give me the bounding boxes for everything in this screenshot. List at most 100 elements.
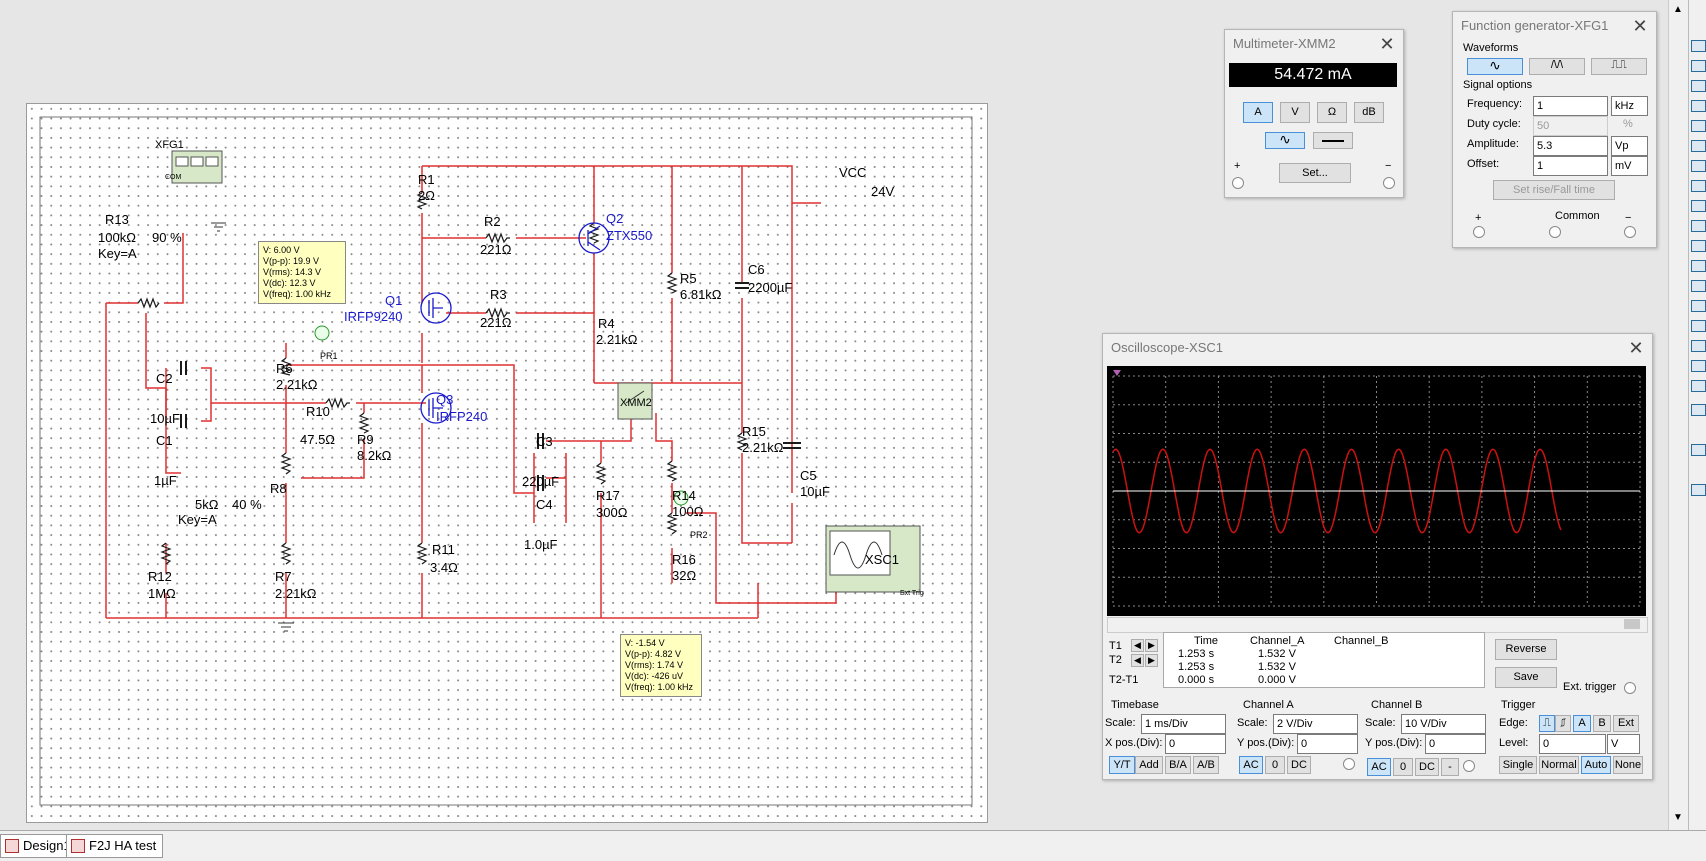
function-generator-symbol[interactable] [171,150,223,184]
instrument-icon[interactable] [1691,60,1706,72]
cha-ypos-input[interactable]: 0 [1297,734,1358,754]
instrument-icon[interactable] [1691,160,1706,172]
mode-ohm-button[interactable]: Ω [1317,102,1347,123]
yt-button[interactable]: Y/T [1109,756,1135,774]
mode-db-button[interactable]: dB [1354,102,1384,123]
offset-unit[interactable]: mV [1611,156,1648,176]
trigger-none-button[interactable]: None [1613,756,1643,774]
schematic-canvas[interactable] [26,103,988,823]
chb-zero-button[interactable]: 0 [1393,758,1413,776]
scroll-down-icon[interactable]: ▼ [1673,812,1683,823]
cursor-t1-marker[interactable] [1113,370,1121,376]
cha-scale-input[interactable]: 2 V/Div [1273,714,1358,734]
instrument-icon[interactable] [1691,200,1706,212]
sine-wave-button[interactable]: ∿ [1467,58,1523,75]
mode-a-button[interactable]: A [1243,102,1273,123]
close-icon[interactable]: ✕ [1632,16,1648,36]
plus-terminal[interactable] [1473,226,1485,238]
trigger-ext-button[interactable]: Ext [1613,715,1639,732]
instrument-icon[interactable] [1691,40,1706,52]
frequency-input[interactable]: 1 [1533,96,1608,116]
t1-left-button[interactable]: ◀ [1131,639,1144,652]
ab-button[interactable]: A/B [1193,756,1219,774]
dc-mode-button[interactable] [1313,132,1353,149]
add-button[interactable]: Add [1135,756,1163,774]
amplitude-unit[interactable]: Vp [1611,136,1648,156]
t2-right-button[interactable]: ▶ [1145,654,1158,667]
set-rise-fall-button[interactable]: Set rise/Fall time [1493,180,1615,200]
trigger-b-button[interactable]: B [1593,715,1611,732]
cha-ac-button[interactable]: AC [1239,756,1263,774]
scope-scrollbar[interactable] [1107,617,1648,633]
chb-dc-button[interactable]: DC [1415,758,1439,776]
close-icon[interactable]: ✕ [1628,338,1644,358]
offset-input[interactable]: 1 [1533,156,1608,176]
instrument-icon[interactable] [1691,280,1706,292]
rising-edge-button[interactable]: ⎍ [1539,715,1555,732]
save-button[interactable]: Save [1495,667,1557,688]
trigger-normal-button[interactable]: Normal [1539,756,1579,774]
instrument-icon[interactable] [1691,140,1706,152]
chb-scale-input[interactable]: 10 V/Div [1401,714,1486,734]
t2-left-button[interactable]: ◀ [1131,654,1144,667]
instrument-icon[interactable] [1691,380,1706,392]
level-unit[interactable]: V [1607,734,1640,754]
minus-terminal[interactable] [1624,226,1636,238]
instrument-icon[interactable] [1691,240,1706,252]
plus-terminal[interactable] [1232,177,1244,189]
chb-ac-button[interactable]: AC [1367,758,1391,776]
instrument-icon[interactable] [1691,80,1706,92]
tab-f2j-ha-test[interactable]: F2J HA test [66,834,164,858]
instrument-icon[interactable] [1691,360,1706,372]
ba-button[interactable]: B/A [1165,756,1191,774]
close-icon[interactable]: ✕ [1379,34,1395,54]
falling-edge-button[interactable]: ⎎ [1555,715,1571,732]
instrument-icon[interactable] [1691,320,1706,332]
ext-trigger-terminal[interactable] [1624,682,1636,694]
instrument-icon[interactable] [1691,300,1706,312]
trigger-auto-button[interactable]: Auto [1581,756,1611,774]
probe-markers[interactable] [314,325,689,506]
chb-terminal[interactable] [1463,760,1475,772]
oscilloscope-symbol[interactable] [825,525,921,593]
trigger-a-button[interactable]: A [1573,715,1591,732]
triangle-wave-button[interactable]: /\/\ [1529,58,1585,75]
frequency-unit[interactable]: kHz [1611,96,1648,116]
workspace-vertical-scrollbar[interactable]: ▲ ▼ [1668,0,1689,830]
level-input[interactable]: 0 [1539,734,1606,754]
multimeter-symbol[interactable] [617,382,653,420]
probe-tool-icon[interactable] [1691,484,1706,496]
ac-mode-button[interactable]: ∿ [1265,132,1305,149]
amplitude-input[interactable]: 5.3 [1533,136,1608,156]
scroll-up-icon[interactable]: ▲ [1673,4,1683,15]
instrument-icon[interactable] [1691,340,1706,352]
instrument-icon[interactable] [1691,404,1706,416]
oscilloscope-window[interactable]: Oscilloscope-XSC1 ✕ T1 T2 T2-T1 ◀ ▶ ◀ ▶ … [1102,333,1653,780]
trigger-single-button[interactable]: Single [1499,756,1537,774]
schematic-sheet[interactable] [26,103,988,823]
instrument-icon[interactable] [1691,100,1706,112]
oscilloscope-screen[interactable] [1107,366,1646,616]
instrument-icon[interactable] [1691,220,1706,232]
multimeter-window[interactable]: Multimeter-XMM2 ✕ 54.472 mA A V Ω dB ∿ S… [1224,29,1404,198]
square-wave-button[interactable]: ⎍⎍ [1591,58,1647,75]
cha-dc-button[interactable]: DC [1287,756,1311,774]
instrument-icon[interactable] [1691,120,1706,132]
xpos-input[interactable]: 0 [1165,734,1226,754]
scrollbar-thumb[interactable] [1624,619,1640,629]
instrument-icon[interactable] [1691,444,1706,456]
chb-minus-button[interactable]: - [1441,758,1459,776]
set-button[interactable]: Set... [1279,163,1351,183]
instrument-icon[interactable] [1691,180,1706,192]
common-terminal[interactable] [1549,226,1561,238]
timebase-scale-input[interactable]: 1 ms/Div [1141,714,1226,734]
duty-cycle-input[interactable]: 50 [1533,116,1608,136]
cha-zero-button[interactable]: 0 [1265,756,1285,774]
reverse-button[interactable]: Reverse [1495,639,1557,660]
minus-terminal[interactable] [1383,177,1395,189]
t1-right-button[interactable]: ▶ [1145,639,1158,652]
function-generator-window[interactable]: Function generator-XFG1 ✕ Waveforms ∿ /\… [1452,11,1657,248]
instrument-icon[interactable] [1691,260,1706,272]
chb-ypos-input[interactable]: 0 [1425,734,1486,754]
cha-terminal[interactable] [1343,758,1355,770]
